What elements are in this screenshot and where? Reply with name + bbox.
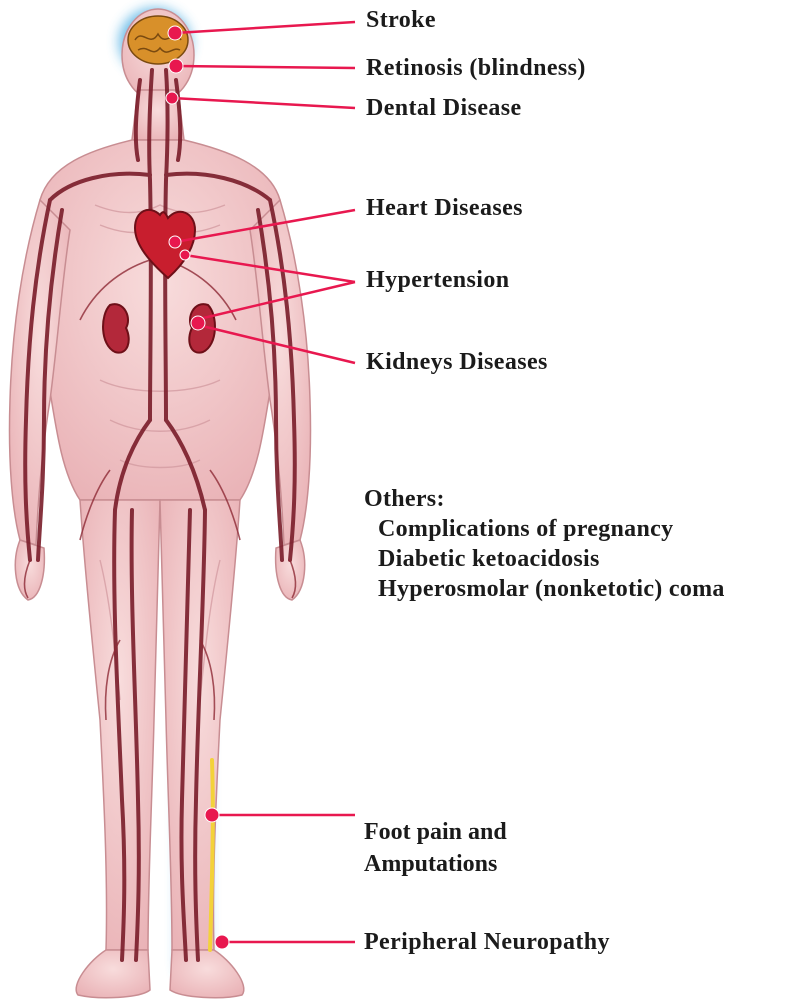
others-heading: Others: <box>364 484 725 514</box>
label-foot-pain-line1: Foot pain and <box>364 816 507 848</box>
label-peripheral-neuropathy: Peripheral Neuropathy <box>364 928 610 957</box>
label-stroke: Stroke <box>366 6 436 35</box>
label-foot-pain-line2: Amputations <box>364 848 507 880</box>
body-silhouette <box>9 9 310 998</box>
label-kidneys-diseases: Kidneys Diseases <box>366 348 548 377</box>
label-foot-pain: Foot pain and Amputations <box>364 816 507 880</box>
label-hypertension: Hypertension <box>366 266 509 295</box>
label-retinosis: Retinosis (blindness) <box>366 54 586 83</box>
others-block: Others: Complications of pregnancy Diabe… <box>364 484 725 604</box>
brain <box>128 16 188 64</box>
others-item-pregnancy: Complications of pregnancy <box>364 514 725 544</box>
label-heart-diseases: Heart Diseases <box>366 194 523 223</box>
others-item-hyperosmolar: Hyperosmolar (nonketotic) coma <box>364 574 725 604</box>
others-item-ketoacidosis: Diabetic ketoacidosis <box>364 544 725 574</box>
label-dental-disease: Dental Disease <box>366 94 522 123</box>
